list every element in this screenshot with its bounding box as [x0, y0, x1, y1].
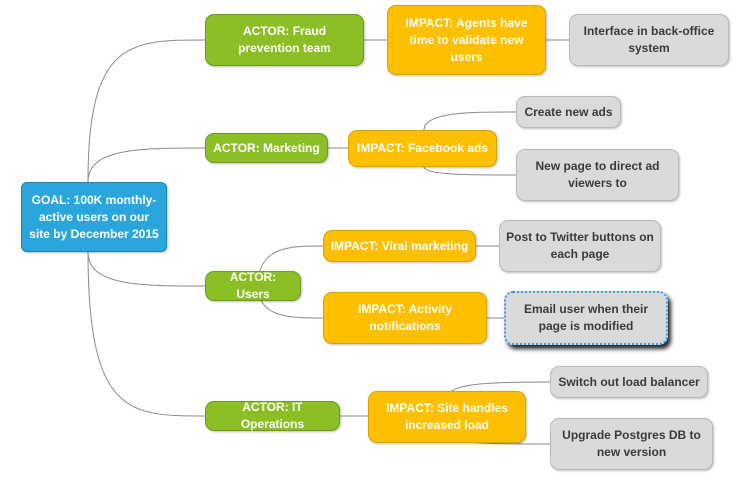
impact-label: IMPACT: Site handles increased load [386, 401, 508, 432]
deliverable-node-email-user[interactable]: Email user when their page is modified [504, 291, 668, 345]
deliverable-node-create-ads[interactable]: Create new ads [516, 96, 621, 128]
actor-label: ACTOR: Users [229, 270, 277, 301]
impact-label: IMPACT: Facebook ads [356, 141, 489, 155]
deliverable-node-switch-load-balancer[interactable]: Switch out load balancer [550, 366, 708, 398]
deliverable-label: Create new ads [524, 104, 613, 119]
actor-node-marketing[interactable]: ACTOR: Marketing [205, 133, 328, 163]
impact-label: IMPACT: Viral marketing [330, 238, 469, 253]
deliverable-node-twitter-buttons[interactable]: Post to Twitter buttons on each page [499, 220, 661, 272]
deliverable-label: Upgrade Postgres DB to new version [562, 428, 701, 459]
actor-label: ACTOR: Fraud prevention team [238, 24, 331, 55]
deliverable-node-upgrade-postgres[interactable]: Upgrade Postgres DB to new version [550, 418, 713, 470]
actor-label: ACTOR: IT Operations [240, 400, 305, 431]
deliverable-node-backoffice-interface[interactable]: Interface in back-office system [569, 14, 729, 66]
connector-goal-itops [87, 251, 206, 417]
deliverable-label: New page to direct ad viewers to [535, 159, 660, 190]
connector-goal-fraud [87, 39, 206, 183]
deliverable-label: Interface in back-office system [583, 24, 715, 55]
deliverable-label: Switch out load balancer [558, 374, 700, 389]
actor-node-it-operations[interactable]: ACTOR: IT Operations [205, 400, 340, 431]
deliverable-label: Post to Twitter buttons on each page [506, 230, 654, 261]
actor-node-fraud-prevention[interactable]: ACTOR: Fraud prevention team [205, 14, 364, 66]
actor-label: ACTOR: Marketing [213, 140, 320, 155]
impact-node-facebook-ads[interactable]: IMPACT: Facebook ads [348, 130, 497, 167]
goal-label: GOAL: 100K monthly-active users on our s… [29, 192, 159, 241]
deliverable-label: Email user when their page is modified [523, 302, 649, 333]
goal-node[interactable]: GOAL: 100K monthly-active users on our s… [21, 182, 167, 252]
actor-node-users[interactable]: ACTOR: Users [205, 270, 301, 301]
impact-node-activity-notifications[interactable]: IMPACT: Activity notifications [323, 292, 487, 344]
impact-label: IMPACT: Agents have time to validate new… [405, 15, 528, 64]
impact-node-viral-marketing[interactable]: IMPACT: Viral marketing [323, 230, 476, 262]
impact-label: IMPACT: Activity notifications [357, 302, 452, 333]
connector-fb-newpage [423, 166, 517, 176]
connector-goal-users [87, 251, 206, 287]
impact-node-agents-validate[interactable]: IMPACT: Agents have time to validate new… [387, 5, 546, 75]
deliverable-node-new-page[interactable]: New page to direct ad viewers to [516, 149, 679, 201]
connector-goal-marketing [87, 147, 206, 183]
impact-node-site-handles-load[interactable]: IMPACT: Site handles increased load [368, 391, 526, 443]
connector-fb-createads [423, 111, 517, 131]
